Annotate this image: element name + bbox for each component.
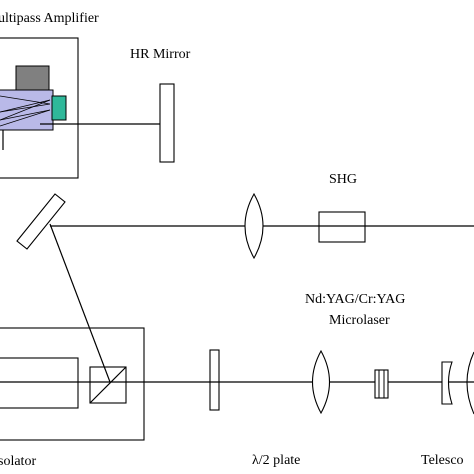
half-wave-plate-label: λ/2 plate	[252, 453, 300, 468]
microlaser-label-line2: Microlaser	[329, 313, 390, 328]
telescope	[441, 351, 474, 415]
microlaser	[374, 369, 389, 399]
amplifier-zigzag-beams	[0, 95, 51, 127]
isolator-cube-diagonal	[89, 366, 127, 404]
amplifier-gray-block	[15, 65, 50, 92]
lens-upper	[244, 192, 264, 260]
isolator-beamsplitter-cube	[89, 366, 127, 404]
amplifier-green-block	[51, 95, 67, 121]
isolator-housing	[0, 327, 145, 441]
hr-mirror-label: HR Mirror	[130, 47, 191, 62]
isolator-inner-body	[0, 357, 79, 409]
isolator-label: solator	[0, 454, 36, 469]
telescope-lens-2	[466, 351, 474, 415]
half-wave-plate	[209, 349, 220, 411]
amplifier-housing	[0, 37, 79, 179]
isolator	[0, 327, 145, 441]
lens-lower	[312, 349, 330, 415]
amplifier-label: ultipass Amplifier	[0, 11, 99, 26]
telescope-lens	[441, 361, 453, 405]
multipass-amplifier	[0, 37, 79, 179]
beam-diagonal-to-folding-mirror	[49, 223, 111, 383]
microlaser-label-line1: Nd:YAG/Cr:YAG	[305, 292, 405, 307]
shg-crystal	[318, 211, 366, 243]
telescope-label: Telesco	[421, 453, 464, 468]
folding-mirror	[16, 193, 66, 250]
hr-mirror	[159, 83, 175, 163]
shg-label: SHG	[329, 172, 357, 187]
microlaser-body	[374, 369, 389, 399]
